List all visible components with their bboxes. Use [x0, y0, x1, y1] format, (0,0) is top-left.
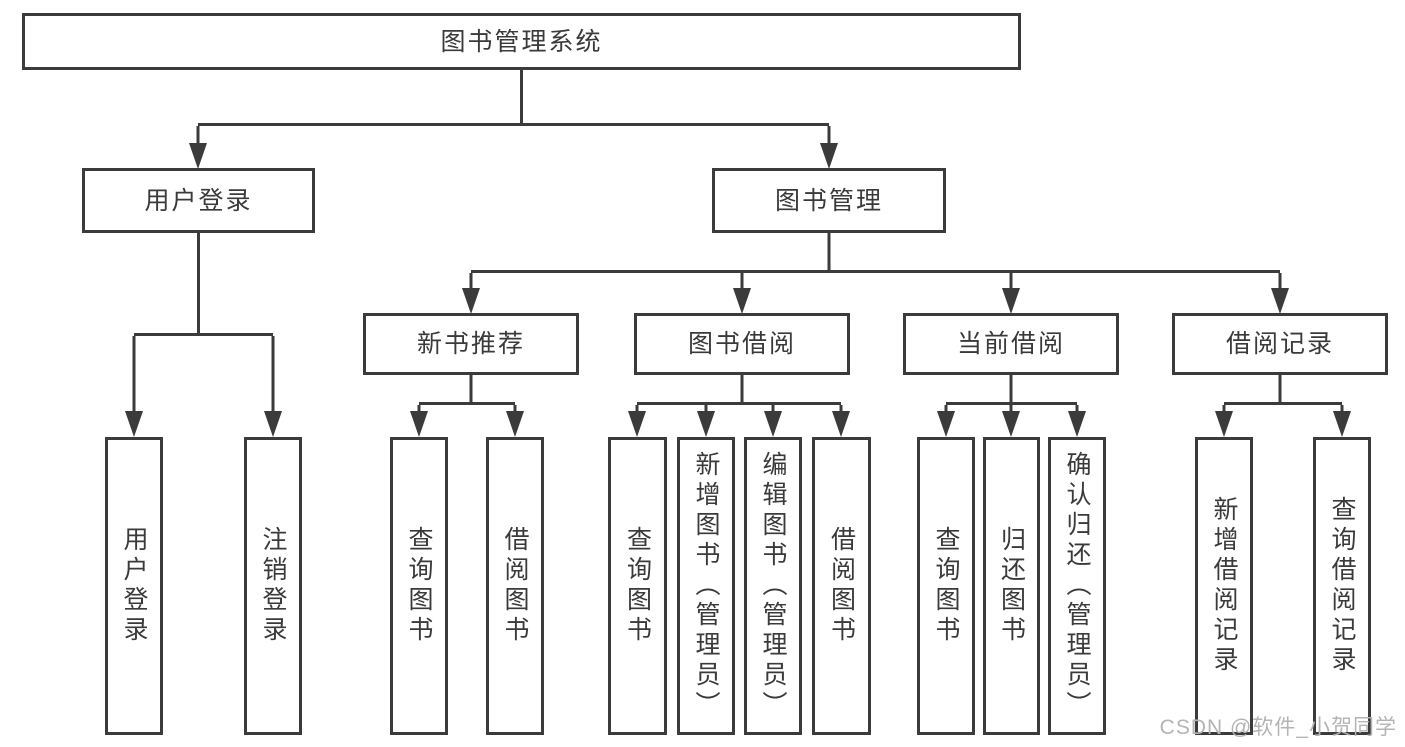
- leaf-user-login: 用户登录: [105, 437, 163, 735]
- node-borrow-record: 借阅记录: [1172, 313, 1388, 375]
- csdn-watermark: CSDN @软件_小贺同学: [1159, 716, 1397, 739]
- node-root-system: 图书管理系统: [22, 13, 1021, 70]
- node-current-borrow: 当前借阅: [903, 313, 1119, 375]
- leaf-query-books-rec: 查询图书: [390, 437, 448, 735]
- leaf-query-borrow-record: 查询借阅记录: [1313, 437, 1371, 735]
- leaf-add-books-admin: 新增图书（管理员）: [677, 437, 735, 735]
- leaf-borrow-books-rec: 借阅图书: [486, 437, 544, 735]
- leaf-query-books-borrow: 查询图书: [608, 437, 667, 735]
- node-user-login: 用户登录: [82, 168, 315, 233]
- leaf-borrow-books: 借阅图书: [812, 437, 871, 735]
- leaf-edit-books-admin: 编辑图书（管理员）: [744, 437, 802, 735]
- leaf-confirm-return-admin: 确认归还（管理员）: [1048, 437, 1106, 735]
- node-new-book-recommend: 新书推荐: [363, 313, 579, 375]
- leaf-logout: 注销登录: [244, 437, 302, 735]
- leaf-add-borrow-record: 新增借阅记录: [1195, 437, 1253, 735]
- node-book-borrow: 图书借阅: [634, 313, 850, 375]
- leaf-return-books: 归还图书: [983, 437, 1040, 735]
- leaf-query-books-current: 查询图书: [917, 437, 975, 735]
- node-book-management: 图书管理: [712, 168, 946, 233]
